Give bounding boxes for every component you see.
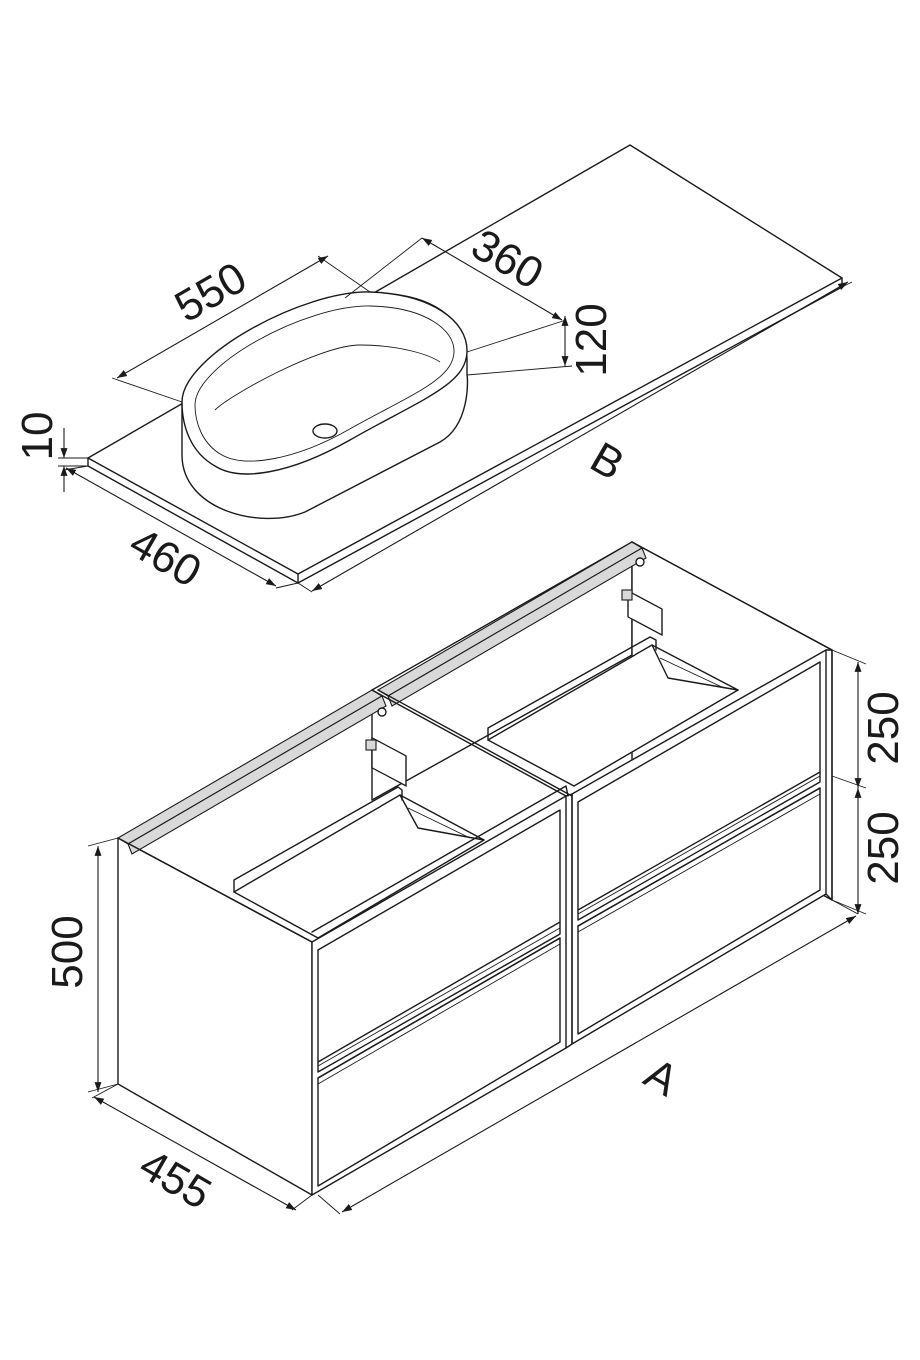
label-basin-height: 120 [567, 303, 616, 376]
label-top-thickness: 10 [13, 412, 62, 461]
mounting-bracket-left [365, 707, 407, 787]
right-upper-drawer-front [577, 661, 821, 921]
dim-cabinet-height: 500 [43, 837, 119, 1093]
label-top-width: B [582, 433, 632, 490]
label-cabinet-width: A [636, 1049, 686, 1106]
dim-drawer-heights: 250 250 [831, 649, 908, 915]
cabinet [116, 541, 833, 1196]
left-drawer-box [233, 786, 485, 939]
label-top-depth: 460 [121, 518, 209, 597]
drain-hole [312, 423, 338, 439]
right-drawer-box [487, 636, 739, 787]
label-cabinet-height: 500 [43, 915, 92, 988]
label-drawer-upper: 250 [859, 691, 908, 764]
top-rail-left [116, 689, 384, 845]
label-drawer-lower: 250 [859, 811, 908, 884]
dim-top-thickness: 10 [13, 412, 88, 492]
mounting-bracket-right [621, 557, 663, 636]
label-cabinet-depth: 455 [131, 1140, 219, 1219]
label-basin-length: 550 [167, 253, 255, 332]
